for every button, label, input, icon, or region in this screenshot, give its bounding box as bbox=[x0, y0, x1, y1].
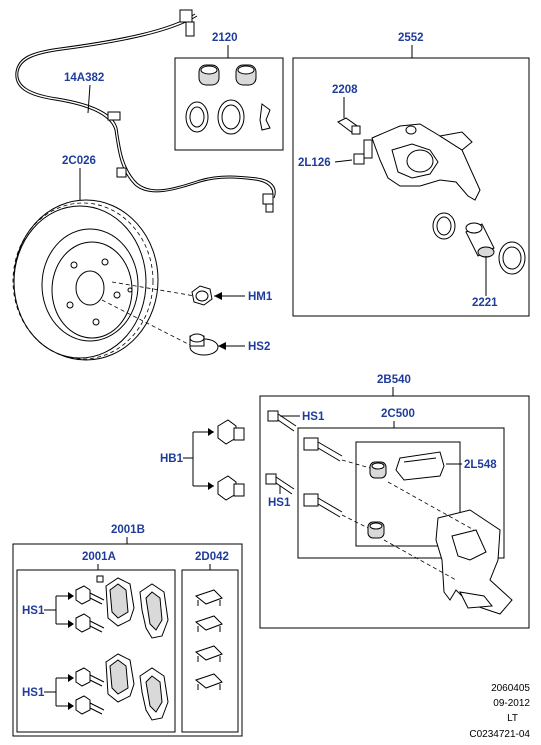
slide-pin-lower bbox=[303, 493, 343, 518]
guide-pin bbox=[353, 139, 373, 165]
carrier-bolt-top bbox=[267, 410, 297, 432]
carrier-bolt-mid bbox=[265, 473, 295, 495]
carrier-fix-line-4 bbox=[341, 514, 369, 529]
leader-hs1-pad-upper bbox=[44, 595, 72, 625]
leader-hs1-pad-lower bbox=[44, 677, 72, 707]
footer-date: 09-2012 bbox=[493, 698, 530, 709]
pad-bolt-1 bbox=[75, 585, 105, 605]
footer-code: 2060405 bbox=[491, 683, 530, 694]
grease-sachet bbox=[395, 451, 445, 481]
label-carrier: 2B540 bbox=[377, 374, 411, 386]
piston-seal bbox=[432, 212, 456, 240]
label-caliper: 2552 bbox=[398, 32, 424, 44]
pad-bolt-4 bbox=[75, 695, 105, 715]
clip-kit-box bbox=[181, 569, 239, 733]
pad-bolt-2 bbox=[75, 613, 105, 633]
caliper-carrier bbox=[435, 509, 513, 615]
pad-bolt-3 bbox=[75, 667, 105, 687]
piston bbox=[465, 222, 495, 258]
leader-guide-pin bbox=[334, 159, 353, 163]
hm1-fastener bbox=[191, 285, 213, 306]
carrier-fix-line-3 bbox=[341, 459, 371, 469]
label-hs1-pad-upper: HS1 bbox=[22, 605, 45, 617]
label-hb1: HB1 bbox=[160, 453, 184, 465]
label-hs2: HS2 bbox=[248, 341, 270, 353]
label-sensor: 14A382 bbox=[64, 72, 104, 84]
caliper-body bbox=[371, 123, 481, 201]
seal-kit-box bbox=[174, 57, 284, 151]
label-hs1-pad-lower: HS1 bbox=[22, 687, 45, 699]
label-disc: 2C026 bbox=[62, 155, 96, 167]
label-slide-kit: 2C500 bbox=[381, 408, 415, 420]
hs2-screw bbox=[189, 333, 219, 356]
label-pad-kit: 2001A bbox=[82, 551, 116, 563]
pad-set-box bbox=[12, 543, 243, 737]
brake-pad-3 bbox=[105, 653, 135, 703]
carrier-box bbox=[259, 395, 530, 629]
brake-pad-1 bbox=[105, 577, 135, 627]
label-guide-pin: 2L126 bbox=[298, 157, 331, 169]
boot-kit-box bbox=[355, 441, 461, 547]
label-hs1-mid: HS1 bbox=[268, 497, 291, 509]
seal-kit-parts bbox=[185, 64, 271, 135]
boot-lower bbox=[367, 521, 385, 539]
label-seal-kit: 2120 bbox=[212, 32, 238, 44]
slide-kit-box bbox=[297, 427, 505, 559]
pad-clip-2 bbox=[194, 615, 223, 632]
boot-upper bbox=[369, 461, 387, 479]
bleed-screw bbox=[337, 117, 361, 135]
pad-bolt-cap bbox=[96, 575, 104, 583]
leader-sensor bbox=[87, 84, 91, 114]
slide-pin-upper bbox=[303, 437, 343, 462]
label-hs1-top: HS1 bbox=[302, 411, 325, 423]
leader-hb1 bbox=[183, 431, 214, 487]
label-piston: 2221 bbox=[472, 297, 498, 309]
footer-ref: C0234721-04 bbox=[469, 729, 530, 740]
brake-pad-2 bbox=[139, 583, 169, 639]
footer-side: LT bbox=[507, 713, 518, 724]
pad-kit-box bbox=[16, 569, 176, 733]
dust-boot bbox=[498, 241, 526, 275]
brake-pad-4 bbox=[139, 667, 169, 721]
caliper-box bbox=[292, 57, 530, 317]
pad-clip-3 bbox=[194, 645, 223, 662]
disc-fix-line-1 bbox=[111, 281, 196, 297]
label-bleed-screw: 2208 bbox=[332, 84, 358, 96]
label-hm1: HM1 bbox=[248, 291, 273, 303]
hb1-bolt-lower bbox=[217, 475, 245, 501]
label-pad-set: 2001B bbox=[111, 524, 145, 536]
hb1-bolt-upper bbox=[217, 419, 245, 445]
label-clip-kit: 2D042 bbox=[195, 551, 229, 563]
pad-clip-4 bbox=[194, 673, 223, 690]
pad-clip-1 bbox=[194, 589, 223, 606]
brake-disc bbox=[12, 199, 159, 361]
disc-fix-line-2 bbox=[101, 299, 191, 346]
wear-sensor-cable bbox=[15, 9, 276, 213]
carrier-fix-line-1 bbox=[387, 481, 475, 531]
label-boot-kit: 2L548 bbox=[464, 459, 497, 471]
